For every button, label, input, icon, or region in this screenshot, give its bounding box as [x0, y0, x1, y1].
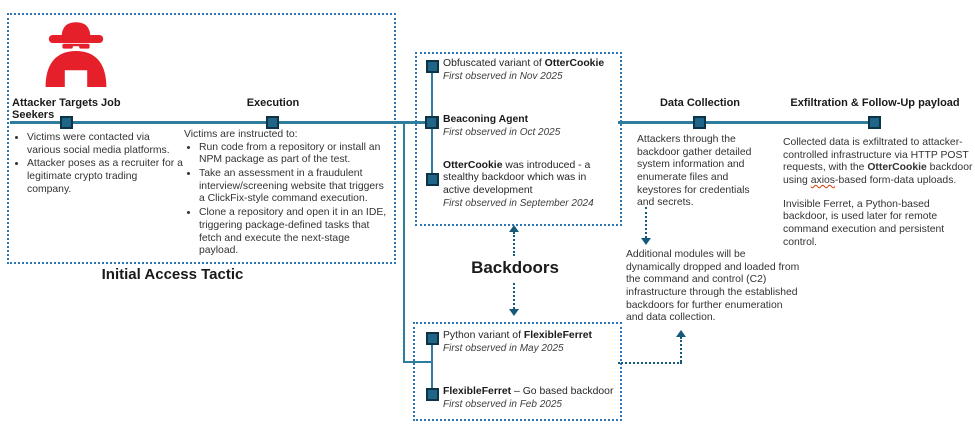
lower-box-connector-horizontal [618, 362, 682, 364]
first-observed: First observed in Nov 2025 [443, 71, 563, 83]
milestone-marker [426, 388, 439, 401]
first-observed: First observed in September 2024 [443, 197, 594, 209]
exfiltration-paragraph-2: Invisible Ferret, a Python-based backdoo… [783, 198, 945, 248]
branch-line-horizontal [403, 361, 433, 363]
stage-label-data-collection: Data Collection [659, 97, 741, 109]
milestone-marker [426, 332, 439, 345]
timeline-marker-data-collection [693, 116, 706, 129]
data-collection-text: Attackers through the backdoor gather de… [637, 134, 752, 209]
timeline-segment-right [618, 121, 876, 124]
backdoors-label: Backdoors [471, 258, 559, 277]
initial-access-title: Initial Access Tactic [101, 266, 244, 283]
stage-label-targets: Attacker Targets Job Seekers [12, 97, 121, 121]
execution-bullet: Clone a repository and open it in an IDE… [199, 207, 390, 258]
lower-backdoors-box [413, 322, 622, 421]
arrow-up-icon [509, 225, 519, 232]
backdoor-item-beaconing-agent: Beaconing Agent First observed in Oct 20… [443, 114, 615, 139]
timeline-marker-execution [266, 116, 279, 129]
arrow-up-icon [676, 330, 686, 337]
exfiltration-text: Collected data is exfiltrated to attacke… [783, 137, 975, 250]
exfiltration-paragraph-1: Collected data is exfiltrated to attacke… [783, 137, 973, 187]
lower-box-connector-vertical [680, 337, 682, 362]
arrow-down-icon [509, 309, 519, 316]
targets-bullet: Attacker poses as a recruiter for a legi… [27, 158, 184, 196]
attacker-spy-icon [36, 13, 116, 89]
targets-bullet-list: Victims were contacted via various socia… [12, 132, 184, 197]
timeline-marker-targets [60, 116, 73, 129]
execution-bullet: Run code from a repository or install an… [199, 142, 390, 167]
stage-label-exfiltration: Exfiltration & Follow-Up payload [790, 97, 960, 109]
first-observed: First observed in May 2025 [443, 343, 564, 355]
first-observed: First observed in Oct 2025 [443, 127, 561, 139]
backdoor-item-go-flexibleferret: FlexibleFerret – Go based backdoor First… [443, 386, 614, 411]
backdoors-arrow-up [513, 232, 515, 256]
timeline-segment-left [10, 121, 432, 124]
arrow-down-icon [641, 238, 651, 245]
stage-label-execution: Execution [246, 97, 300, 109]
data-collection-arrow-line [645, 207, 647, 238]
additional-modules-text: Additional modules will be dynamically d… [626, 249, 800, 324]
spellcheck-word: axios [810, 175, 835, 187]
timeline-marker-beaconing [425, 116, 438, 129]
execution-text: Victims are instructed to: Run code from… [184, 129, 390, 259]
execution-bullet: Take an assessment in a fraudulent inter… [199, 168, 390, 206]
backdoors-arrow-down [513, 283, 515, 309]
first-observed: First observed in Feb 2025 [443, 399, 562, 411]
targets-bullet: Victims were contacted via various socia… [27, 132, 184, 157]
backdoor-item-ottercookie-intro: OtterCookie was introduced - a stealthy … [443, 160, 615, 210]
backdoor-item-obfuscated-ottercookie: Obfuscated variant of OtterCookie First … [443, 58, 615, 83]
lower-connector-line [431, 338, 433, 394]
backdoor-item-python-flexibleferret: Python variant of FlexibleFerret First o… [443, 330, 615, 355]
milestone-marker [426, 173, 439, 186]
execution-intro: Victims are instructed to: [184, 129, 298, 140]
milestone-marker [426, 60, 439, 73]
initial-access-box [7, 13, 396, 264]
timeline-marker-exfiltration [868, 116, 881, 129]
branch-line-vertical [403, 122, 405, 363]
